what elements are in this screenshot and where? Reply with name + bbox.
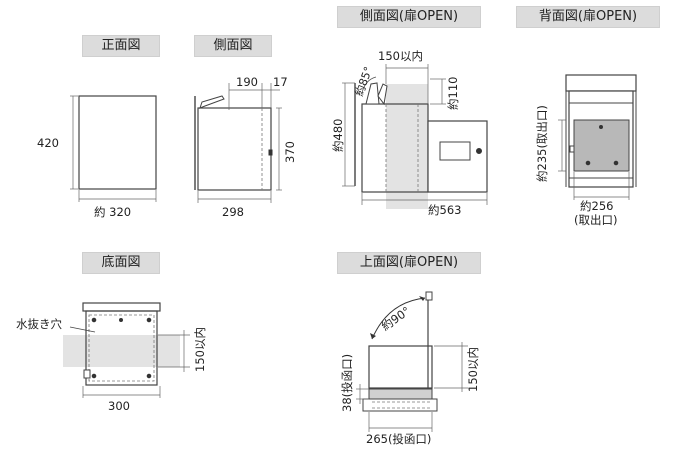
back-view-open [558, 74, 637, 200]
bottom-drain-label: 水抜き穴 [16, 317, 62, 331]
bottom-opening-label: 150以内 [193, 327, 207, 372]
top-open-depth-label: 38(投函口) [340, 354, 354, 412]
title-top-view-open: 上面図(扉OPEN) [337, 252, 481, 274]
side-view [194, 83, 282, 203]
title-bottom-view: 底面図 [82, 252, 160, 274]
side-open-width-label: 150以内 [378, 49, 423, 63]
front-view [70, 95, 157, 202]
bottom-view [63, 302, 190, 398]
top-view-open [356, 291, 468, 432]
front-width-label: 約 320 [94, 205, 131, 219]
side-lid-label: 17 [273, 75, 288, 89]
side-open-lid-height-label: 約110 [446, 77, 460, 110]
top-open-opening-label: 150以内 [466, 347, 480, 392]
side-width-label: 298 [222, 205, 244, 219]
title-side-view: 側面図 [194, 35, 272, 57]
back-open-width-note: (取出口) [574, 213, 617, 227]
bottom-width-label: 300 [108, 399, 130, 413]
back-open-width-label: 約256 [580, 199, 613, 213]
title-side-view-open: 側面図(扉OPEN) [337, 6, 481, 28]
top-open-width-label: 265(投函口) [366, 432, 431, 446]
side-open-depth-label: 約563 [428, 203, 461, 217]
side-depth-label: 190 [236, 75, 258, 89]
side-open-height-label: 約480 [331, 119, 345, 152]
front-height-label: 420 [37, 136, 59, 150]
side-view-open [342, 64, 488, 209]
side-height-label: 370 [283, 141, 297, 163]
title-back-view-open: 背面図(扉OPEN) [516, 6, 660, 28]
title-front-view: 正面図 [82, 35, 160, 57]
back-open-height-label: 約235(取出口) [535, 105, 549, 182]
